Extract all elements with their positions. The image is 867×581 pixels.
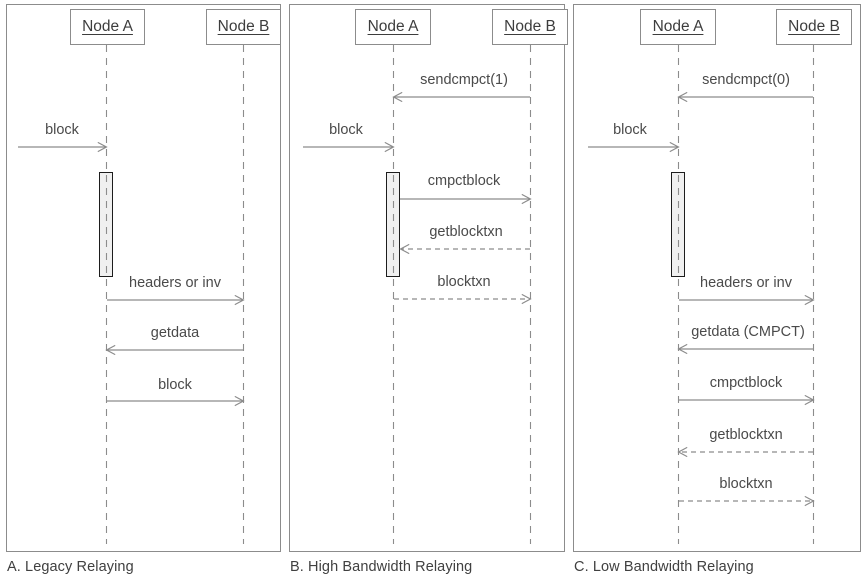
panel-a-label-block-out: block: [158, 377, 192, 393]
panel-b-participant-node-a: Node A: [355, 9, 431, 45]
caption-panel-a: A. Legacy Relaying: [7, 559, 134, 575]
participant-label: Node B: [788, 18, 840, 35]
panel-b-high-bandwidth-relaying: [289, 4, 565, 552]
panel-c-label-block-in: block: [613, 122, 647, 138]
participant-label: Node A: [652, 18, 704, 35]
panel-b-label-sendcmpct: sendcmpct(1): [420, 72, 508, 88]
participant-label: Node A: [367, 18, 419, 35]
panel-a-participant-node-a: Node A: [70, 9, 145, 45]
panel-a-legacy-relaying: [6, 4, 281, 552]
panel-c-label-sendcmpct: sendcmpct(0): [702, 72, 790, 88]
caption-panel-b: B. High Bandwidth Relaying: [290, 559, 473, 575]
caption-panel-c: C. Low Bandwidth Relaying: [574, 559, 754, 575]
panel-c-participant-node-b: Node B: [776, 9, 852, 45]
panel-c-participant-node-a: Node A: [640, 9, 716, 45]
panel-b-label-cmpctblock: cmpctblock: [427, 173, 501, 189]
panel-a-label-getdata: getdata: [150, 325, 200, 341]
panel-b-participant-node-b: Node B: [492, 9, 568, 45]
panel-c-activation-node-a: [671, 172, 685, 277]
panel-c-label-getblocktxn: getblocktxn: [709, 427, 783, 443]
panel-b-label-blocktxn: blocktxn: [437, 274, 491, 290]
panel-c-label-cmpctblock: cmpctblock: [709, 375, 783, 391]
panel-c-label-blocktxn: blocktxn: [719, 476, 773, 492]
panel-a-activation-node-a: [99, 172, 113, 277]
panel-b-label-block-in: block: [329, 122, 363, 138]
panel-c-label-headers-or-inv: headers or inv: [700, 275, 792, 291]
participant-label: Node B: [504, 18, 556, 35]
participant-label: Node A: [82, 18, 133, 35]
panel-a-label-block-in: block: [45, 122, 79, 138]
panel-c-label-getdata-cmpct: getdata (CMPCT): [691, 324, 805, 340]
panel-a-label-headers-or-inv: headers or inv: [129, 275, 221, 291]
panel-b-label-getblocktxn: getblocktxn: [429, 224, 503, 240]
panel-a-participant-node-b: Node B: [206, 9, 281, 45]
participant-label: Node B: [217, 18, 270, 35]
panel-b-activation-node-a: [386, 172, 400, 277]
